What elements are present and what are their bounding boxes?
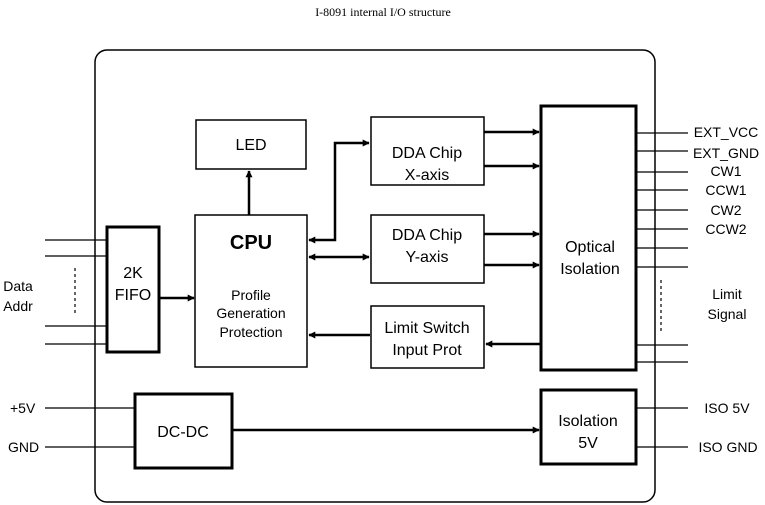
- cw2-label: CW2: [710, 202, 741, 218]
- dda-y-label-chip: DDA Chip: [392, 227, 462, 244]
- optical-isolation-label: Optical: [565, 239, 615, 256]
- output-signal-lines: [636, 132, 688, 448]
- cpu-function-protection: Protection: [219, 324, 282, 340]
- isolation-5v-label-2: 5V: [578, 435, 598, 452]
- isolation-5v-label: Isolation: [558, 413, 618, 430]
- limit-switch-label-prot: Input Prot: [392, 342, 462, 359]
- dcdc-label: DC-DC: [157, 424, 209, 441]
- dda-x-label-chip: DDA Chip: [392, 145, 462, 162]
- cpu-function-profile: Profile: [231, 287, 271, 303]
- gnd-label: GND: [8, 439, 39, 455]
- plus5v-label: +5V: [10, 400, 36, 416]
- fifo-block: 2K FIFO: [105, 225, 161, 354]
- dda-y-label-axis: Y-axis: [406, 249, 449, 266]
- optical-isolation-block: Optical Isolation: [539, 104, 638, 372]
- cw1-label: CW1: [710, 163, 741, 179]
- cpu-function-generation: Generation: [216, 305, 285, 321]
- ext-gnd-label: EXT_GND: [693, 145, 759, 161]
- limit-label: Limit: [712, 286, 742, 302]
- led-block: LED: [195, 119, 307, 170]
- diagram-title: I-8091 internal I/O structure: [315, 5, 451, 19]
- fifo-label-size: 2K: [123, 265, 143, 282]
- optical-isolation-label-2: Isolation: [560, 261, 620, 278]
- cpu-label: CPU: [230, 232, 272, 254]
- led-label: LED: [235, 137, 266, 154]
- dda-chip-x-block: DDA Chip X-axis: [370, 116, 485, 186]
- signal-label: Signal: [708, 306, 747, 322]
- power-input-lines: [45, 407, 135, 448]
- isolation-5v-block: Isolation 5V: [539, 388, 638, 466]
- limit-switch-block: Limit Switch Input Prot: [370, 305, 485, 369]
- iso-5v-label: ISO 5V: [704, 400, 750, 416]
- iso-gnd-label: ISO GND: [698, 439, 757, 455]
- ccw2-label: CCW2: [705, 221, 746, 237]
- dda-x-label-axis: X-axis: [405, 167, 449, 184]
- cpu-dda-x-bus: [308, 139, 370, 244]
- fifo-label-name: FIFO: [115, 287, 151, 304]
- cpu-block: CPU Profile Generation Protection: [194, 214, 308, 368]
- addr-label: Addr: [3, 298, 33, 314]
- dda-chip-y-block: DDA Chip Y-axis: [370, 214, 485, 284]
- ccw1-label: CCW1: [705, 182, 746, 198]
- ext-vcc-label: EXT_VCC: [694, 124, 759, 140]
- dcdc-block: DC-DC: [133, 392, 234, 470]
- board-outline: [94, 49, 656, 503]
- data-label: Data: [3, 278, 33, 294]
- limit-switch-label: Limit Switch: [384, 320, 469, 337]
- data-addr-bus-lines: [45, 239, 107, 345]
